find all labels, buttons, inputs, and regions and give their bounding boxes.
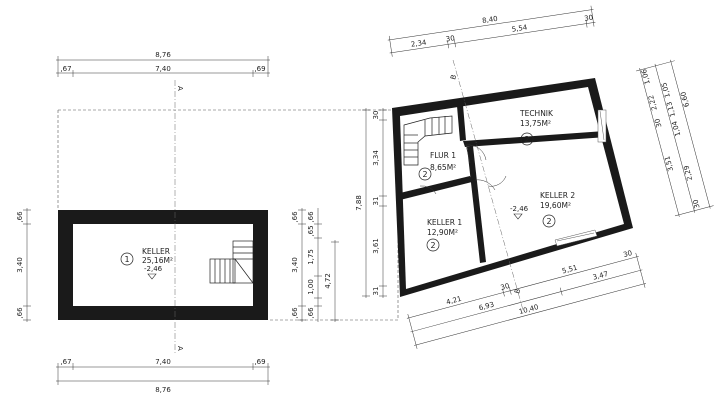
dim-top-right: ,69 bbox=[254, 65, 265, 73]
rdim-right-d: 1,13 bbox=[665, 101, 677, 118]
dim-right-a: ,66 bbox=[291, 211, 299, 223]
rdim-right-i: 2,29 bbox=[682, 164, 694, 181]
rplan-left-dimension-lines bbox=[362, 108, 387, 298]
rdim-left-e: 31 bbox=[372, 287, 380, 296]
dim-left-middle: 3,40 bbox=[16, 257, 24, 273]
dim-right-d: ,65 bbox=[307, 225, 315, 236]
room-keller2-name: KELLER 2 bbox=[540, 191, 575, 200]
rplan-right-dims: 1,06 2,22 1,05 1,13 1,04 30 6,60 3,51 2,… bbox=[636, 59, 714, 217]
room-keller2-area: 19,60M² bbox=[540, 201, 571, 210]
room-technik-area: 13,75M² bbox=[520, 119, 551, 128]
rdim-bottom-g: 10,40 bbox=[518, 303, 539, 316]
room-name: KELLER bbox=[142, 247, 170, 256]
room-keller1-number: 2 bbox=[430, 241, 435, 250]
room-flur-area: 8,65M² bbox=[430, 163, 456, 172]
rdim-bottom-a: 4,21 bbox=[445, 295, 462, 307]
doors bbox=[419, 144, 507, 195]
room-keller1: KELLER 1 12,90M² 2 bbox=[426, 218, 462, 252]
room-keller2-number: 2 bbox=[546, 217, 551, 226]
dim-right-f: 1,00 bbox=[307, 279, 315, 295]
right-plan-walls bbox=[392, 78, 633, 297]
rdim-left-d: 3,61 bbox=[372, 238, 380, 254]
room-flur-name: FLUR 1 bbox=[430, 151, 456, 160]
rdim-bottom-e: 6,93 bbox=[478, 301, 495, 313]
room-keller1-name: KELLER 1 bbox=[427, 218, 462, 227]
dim-right-c: ,66 bbox=[291, 307, 299, 319]
dim-bottom-left: ,67 bbox=[60, 358, 71, 366]
dim-bottom-total: 8,76 bbox=[155, 386, 171, 394]
room-number: 1 bbox=[124, 255, 129, 264]
rdim-top-total: 8,40 bbox=[482, 15, 499, 25]
room-technik: TECHNIK 13,75M² 2 bbox=[519, 109, 554, 146]
rdim-top-a: 2,34 bbox=[410, 38, 427, 48]
rdim-right-b: 2,22 bbox=[647, 94, 659, 111]
room-flur-number: 2 bbox=[422, 170, 427, 179]
room-area: 25,16M² bbox=[142, 256, 173, 265]
section-label-bottom: A bbox=[176, 346, 184, 351]
room-technik-name: TECHNIK bbox=[519, 109, 554, 118]
bottom-dimension-lines bbox=[56, 363, 270, 385]
room-keller2-level: -2,46 bbox=[510, 205, 529, 213]
dim-right-b: 3,40 bbox=[291, 257, 299, 273]
dim-right-c2: ,66 bbox=[307, 307, 315, 319]
rdim-top-c: 5,54 bbox=[511, 23, 528, 33]
level-marker-icon bbox=[147, 273, 157, 280]
section-label-top: A bbox=[176, 86, 184, 91]
windows bbox=[554, 109, 607, 247]
stair-left bbox=[209, 240, 254, 284]
dim-left-top: ,66 bbox=[16, 211, 24, 223]
stair-right bbox=[403, 115, 453, 166]
dim-right-total: 4,72 bbox=[324, 273, 332, 289]
left-dimension-lines bbox=[23, 208, 31, 322]
rdim-left-b: 3,34 bbox=[372, 150, 380, 166]
dim-top-left: ,67 bbox=[60, 65, 71, 73]
rdim-right-e: 1,04 bbox=[670, 119, 682, 137]
rdim-left-total: 7,88 bbox=[355, 195, 363, 211]
rsection-label-bottom: B bbox=[513, 288, 522, 295]
section-line-b bbox=[452, 59, 524, 311]
rdim-bottom-b: 30 bbox=[500, 282, 511, 292]
room-number-circle bbox=[120, 252, 134, 266]
dim-left-bottom: ,66 bbox=[16, 307, 24, 319]
rdim-top-b: 30 bbox=[445, 34, 455, 43]
keller-walls bbox=[58, 210, 268, 320]
rdim-left-a: 30 bbox=[372, 111, 380, 120]
rdim-right-j: 30 bbox=[692, 199, 702, 210]
level-marker-icon bbox=[513, 213, 523, 220]
rdim-right-c: 1,05 bbox=[660, 81, 672, 98]
rdim-right-h: 3,51 bbox=[663, 155, 675, 172]
room-level: -2,46 bbox=[144, 265, 163, 273]
room-technik-number: 2 bbox=[524, 135, 529, 144]
dim-top-total: 8,76 bbox=[155, 51, 171, 59]
right-dimension-lines bbox=[298, 208, 339, 322]
rdim-top-d: 30 bbox=[584, 14, 594, 23]
room-keller1-area: 12,90M² bbox=[427, 228, 458, 237]
dim-bottom-right: ,69 bbox=[254, 358, 265, 366]
dim-right-e: 1,75 bbox=[307, 249, 315, 265]
room-keller2: KELLER 2 19,60M² 2 -2,46 bbox=[510, 191, 575, 228]
dim-bottom-middle: 7,40 bbox=[155, 358, 171, 366]
rdim-bottom-d: 30 bbox=[622, 249, 633, 259]
rdim-right-f: 30 bbox=[653, 118, 663, 129]
top-dimension-lines bbox=[56, 56, 270, 77]
rsection-label-top: B bbox=[449, 74, 458, 81]
rdim-left-c: 31 bbox=[372, 197, 380, 206]
rdim-bottom-f: 3,47 bbox=[592, 270, 609, 282]
rdim-right-a: 1,06 bbox=[640, 68, 652, 86]
room-flur: FLUR 1 8,65M² 2 bbox=[418, 151, 456, 181]
dim-right-g: ,66 bbox=[307, 211, 315, 223]
dim-top-middle: 7,40 bbox=[155, 65, 171, 73]
rdim-bottom-c: 5,51 bbox=[561, 264, 578, 276]
rdim-right-g: 6,60 bbox=[679, 91, 691, 108]
rplan-top-dims: 8,40 2,34 30 5,54 30 bbox=[387, 5, 596, 57]
